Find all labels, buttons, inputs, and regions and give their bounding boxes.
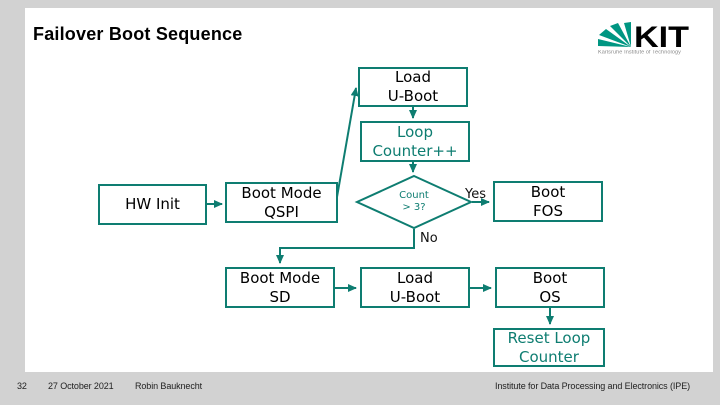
footer-date: 27 October 2021 <box>48 381 114 391</box>
arrow-qspi-to-load-uboot <box>336 87 359 198</box>
edge-label-no: No <box>420 231 438 246</box>
node-label: Count <box>399 190 429 201</box>
node-label: Boot Mode <box>241 183 322 202</box>
node-label: Boot <box>530 182 566 201</box>
footer-author: Robin Bauknecht <box>135 381 203 391</box>
kit-logo-caption: Karlsruhe Institute of Technology <box>598 50 682 56</box>
node-label: U-Boot <box>389 287 441 306</box>
node-label: Load <box>395 68 431 86</box>
node-label: U-Boot <box>387 87 439 105</box>
node-label: Boot <box>532 268 568 287</box>
node-load-uboot-2: Load U-Boot <box>360 267 470 308</box>
kit-logo: KIT Karlsruhe Institute of Technology <box>598 22 693 60</box>
node-loop-counter: Loop Counter++ <box>360 121 470 162</box>
footer-institute: Institute for Data Processing and Electr… <box>495 381 690 391</box>
node-boot-os: Boot OS <box>495 267 605 308</box>
node-label: Counter++ <box>372 141 458 160</box>
edge-label-yes: Yes <box>465 187 486 202</box>
slide-title: Failover Boot Sequence <box>33 24 243 44</box>
node-count-decision: Count > 3? <box>374 190 454 214</box>
node-label: QSPI <box>264 202 299 221</box>
node-label: > 3? <box>402 202 426 213</box>
node-label: FOS <box>533 201 563 220</box>
slide-number: 32 <box>17 381 27 391</box>
node-boot-mode-sd: Boot Mode SD <box>225 267 335 308</box>
node-hw-init: HW Init <box>98 184 207 225</box>
node-label: Counter <box>519 347 579 366</box>
kit-fan-icon <box>598 22 631 47</box>
arrow-decision-no-to-boot-mode-sd <box>276 229 415 264</box>
node-reset-loop-counter: Reset Loop Counter <box>493 328 605 367</box>
node-label: Load <box>397 268 433 287</box>
node-label: SD <box>269 287 291 306</box>
node-boot-mode-qspi: Boot Mode QSPI <box>225 182 338 223</box>
node-label: OS <box>539 287 561 306</box>
node-label: Reset Loop <box>507 328 591 347</box>
kit-logo-mark: KIT <box>598 22 689 49</box>
decision-diamond <box>354 174 474 230</box>
node-label: Boot Mode <box>239 268 321 287</box>
node-boot-fos: Boot FOS <box>493 181 603 222</box>
node-label: Loop <box>397 122 433 141</box>
node-label: HW Init <box>125 195 180 213</box>
node-load-uboot-top: Load U-Boot <box>358 67 468 107</box>
kit-logo-text: KIT <box>634 22 689 49</box>
